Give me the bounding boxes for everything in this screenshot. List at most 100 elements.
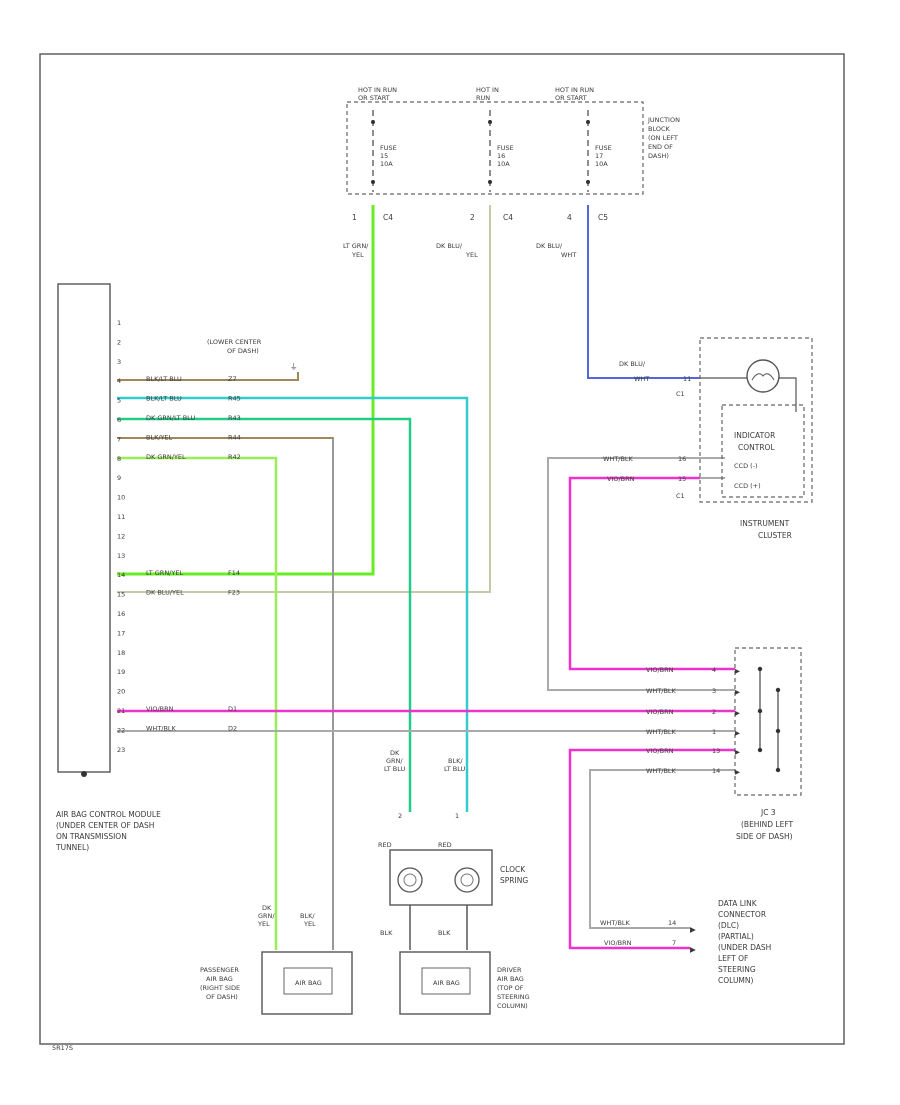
clock-spring-res-right: RED: [438, 841, 452, 849]
fuse-15-pin: 1: [352, 213, 357, 222]
clock-spring-wire-right-1: BLK/: [448, 757, 463, 765]
module-wire-color-label: BLK/YEL: [146, 433, 173, 441]
jc3-pin-number: 14: [712, 767, 720, 775]
module-pin-number: 15: [117, 591, 125, 599]
clock-spring-coil-left-icon: [397, 867, 423, 893]
clock-spring-coil-right-inner: [460, 873, 474, 887]
junction-block-label-3: (ON LEFT: [648, 134, 678, 142]
module-pin-number: 12: [117, 532, 125, 540]
driver-label-4: STEERING: [497, 993, 530, 1001]
module-pin-number: 2: [117, 338, 121, 346]
cluster-conn-bottom: C1: [676, 492, 685, 500]
fuse-16-hot-label: HOT IN: [476, 86, 499, 94]
jc3-node: [775, 687, 781, 693]
fuse-15-hot-label-2: OR START: [358, 94, 390, 102]
module-ground-dot: [81, 771, 87, 777]
junction-block-label-1: JUNCTION: [647, 116, 680, 124]
passenger-label-4: OF DASH): [206, 993, 238, 1001]
passenger-label-2: AIR BAG: [206, 975, 233, 983]
fuse-16-amp: 10A: [497, 160, 510, 168]
jc3-pin-number: 4: [712, 666, 716, 674]
indicator-control-label-1: INDICATOR: [734, 431, 775, 440]
passenger-squib-icon: [283, 967, 333, 995]
module-pin-number: 16: [117, 610, 125, 618]
fuse-16-terminal-bottom: [488, 180, 492, 184]
indicator-control-label-2: CONTROL: [738, 443, 775, 452]
module-wire-circuit-label: F23: [228, 589, 240, 597]
module-pin-number: 20: [117, 688, 125, 696]
passenger-wire-left-1: DK: [262, 904, 272, 912]
module-pin-number: 10: [117, 494, 125, 502]
feed-wire-1-color-2: YEL: [351, 251, 364, 259]
passenger-wire-left-3: YEL: [257, 920, 270, 928]
junction-block-label-4: END OF: [648, 143, 673, 151]
dlc-label-8: COLUMN): [718, 976, 754, 985]
jc3-connector-arrow-icon: ▶: [735, 729, 740, 737]
fuse-16-terminal-top: [488, 120, 492, 124]
wire-dk-blu-wht: [587, 205, 700, 379]
module-wire-color-label: BLK/LT BLU: [146, 375, 182, 383]
passenger-squib-label: AIR BAG: [295, 979, 322, 987]
fuse-15-number: 15: [380, 152, 388, 160]
jc3-pin-number: 13: [712, 747, 720, 755]
fuse-17-number: 17: [595, 152, 603, 160]
jc3-outline: [734, 647, 802, 796]
dlc-wire-2: VIO/BRN: [604, 939, 632, 947]
clock-spring-res-left: RED: [378, 841, 392, 849]
fuse-15-conn: C4: [383, 213, 393, 222]
wire-dlc-vio-brn: [568, 748, 735, 950]
module-wire-color-label: BLK/LT BLU: [146, 395, 182, 403]
module-wire-color-label: DK GRN/YEL: [146, 453, 186, 461]
jc3-wire-color-label: VIO/BRN: [646, 708, 674, 716]
module-pin-number: 14: [117, 571, 125, 579]
wire-lt-grn-yel: [117, 205, 375, 576]
jc3-wire-color-label: VIO/BRN: [646, 666, 674, 674]
module-pin-number: 17: [117, 629, 125, 637]
ccd-plus-label: CCD (+): [734, 482, 761, 490]
driver-squib-icon: [421, 967, 471, 995]
passenger-air-bag-body: [261, 951, 353, 1015]
jc3-connector-arrow-icon: ▶: [735, 709, 740, 717]
dlc-label-2: CONNECTOR: [718, 910, 766, 919]
clock-spring-coil-right-icon: [454, 867, 480, 893]
module-label-2: (UNDER CENTER OF DASH: [56, 821, 154, 830]
dlc-label-7: STEERING: [718, 965, 756, 974]
module-wire-color-label: DK GRN/LT BLU: [146, 414, 195, 422]
jc3-label-3: SIDE OF DASH): [736, 832, 793, 841]
fuse-15-terminal-top: [371, 120, 375, 124]
fuse-17-label: FUSE: [595, 144, 612, 152]
junction-block-label-2: BLOCK: [648, 125, 671, 133]
fuse-17-amp: 10A: [595, 160, 608, 168]
cluster-wire-vio-brn: VIO/BRN: [607, 475, 635, 483]
fuse-15-label: FUSE: [380, 144, 397, 152]
cluster-outline: [699, 337, 813, 503]
jc3-wire-color-label: WHT/BLK: [646, 728, 677, 736]
module-pin-number: 18: [117, 649, 125, 657]
jc3-connector-arrow-icon: ▶: [735, 688, 740, 696]
dlc-arrow-1: ▶: [690, 925, 696, 934]
module-pin-number: 8: [117, 455, 121, 463]
cluster-pin-16: 16: [678, 455, 686, 463]
jc3-label-1: JC 3: [760, 808, 776, 817]
dlc-label-4: (PARTIAL): [718, 932, 754, 941]
module-wire-circuit-label: D2: [228, 724, 237, 732]
junction-block-outline: [346, 101, 644, 195]
wire-blk-yel: [117, 437, 334, 950]
passenger-air-bag: DK GRN/ YEL BLK/ YEL AIR BAG PASSENGER A…: [200, 904, 353, 1015]
fuse-16-conn: C4: [503, 213, 513, 222]
dlc-arrow-2: ▶: [690, 945, 696, 954]
fuse-16-hot-label-2: RUN: [476, 94, 490, 102]
driver-squib-label: AIR BAG: [433, 979, 460, 987]
passenger-wire-left-2: GRN/: [258, 912, 275, 920]
module-wire-color-label: DK BLU/YEL: [146, 589, 184, 597]
wire-ground-z7: [117, 372, 299, 381]
driver-label-2: AIR BAG: [497, 975, 524, 983]
module-pin-number: 1: [117, 319, 121, 327]
module-pin-number: 7: [117, 435, 121, 443]
module-pin-number: 5: [117, 397, 121, 405]
module-wire-circuit-label: F14: [228, 569, 240, 577]
